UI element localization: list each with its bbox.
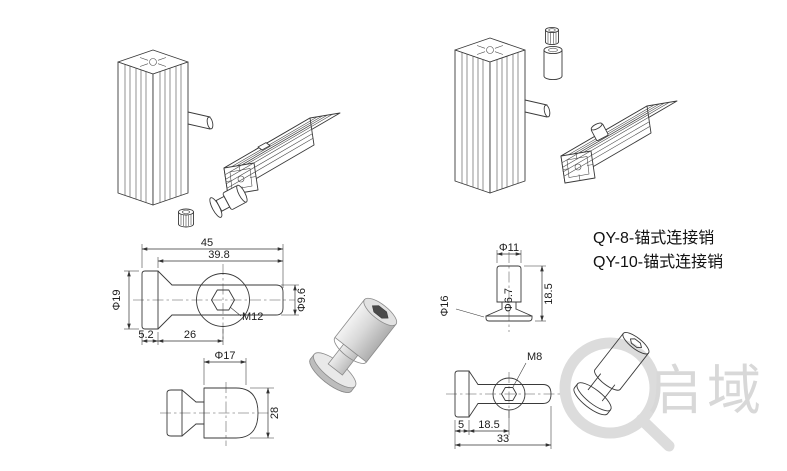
- dim-anchor-center-18-5: 18.5: [478, 419, 499, 431]
- dim-head-diameter-16: Φ16: [439, 295, 451, 316]
- label-qy10: QY-10-锚式连接销: [593, 253, 723, 271]
- dim-shaft-diameter-6-7: Φ6.7: [503, 288, 515, 312]
- dim-anchor-length-28: 28: [269, 407, 281, 419]
- watermark: 启域: [559, 337, 766, 452]
- dim-anchor-length-18-5: 18.5: [543, 283, 555, 304]
- dim-anchor-diameter-11: Φ11: [499, 242, 519, 254]
- drawing-qy10-side-view: M12 45 39.8 Φ19 Φ9.6 5.2 26: [111, 237, 308, 345]
- dim-head-diameter-19: Φ19: [111, 289, 123, 310]
- dim-overall-length-33: 33: [497, 433, 509, 445]
- assembly-isometric-left: [117, 49, 341, 228]
- hex-socket: [371, 305, 389, 319]
- sleeve-and-nut-parts: [543, 26, 563, 81]
- dim-socket-thread-m8: M8: [527, 351, 542, 363]
- drawing-qy8-side-view: M8 5 18.5 33: [446, 351, 562, 449]
- label-qy8: QY-8-锚式连接销: [593, 229, 714, 247]
- dim-socket-thread-m12: M12: [242, 311, 263, 323]
- assembly-isometric-right: [454, 26, 678, 194]
- dim-shaft-diameter-9-6: Φ9.6: [296, 288, 308, 312]
- drawing-qy8-front-view: Φ11 18.5 Φ16 Φ6.7: [439, 242, 555, 332]
- dim-overall-length-45: 45: [201, 237, 213, 249]
- render-3d-pin: [309, 297, 398, 393]
- dim-anchor-center-26: 26: [184, 329, 196, 341]
- drawing-qy8-isometric-outline: [573, 331, 650, 416]
- product-labels: QY-8-锚式连接销 QY-10-锚式连接销: [593, 229, 723, 271]
- drawing-qy10-top-view: Φ17 28: [160, 350, 281, 446]
- dim-body-length-39-8: 39.8: [208, 249, 229, 261]
- dim-head-thickness-5-2: 5.2: [138, 329, 153, 341]
- dim-head-thickness-5: 5: [458, 419, 464, 431]
- watermark-text: 启域: [648, 361, 766, 421]
- dim-anchor-diameter-17: Φ17: [214, 350, 235, 362]
- watermark-q-logo: [559, 337, 661, 439]
